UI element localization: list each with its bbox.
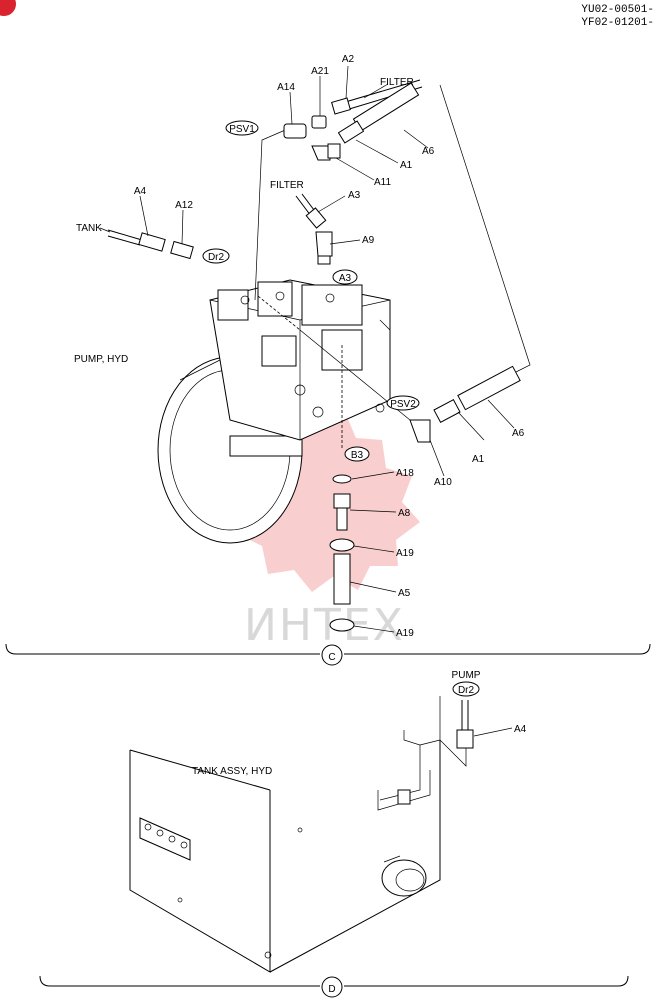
psv1-tag: PSV1	[225, 120, 259, 136]
callout-a1-right: A1	[472, 454, 485, 465]
a5-hose	[333, 553, 351, 605]
callout-a2: A2	[342, 54, 355, 65]
svg-text:Dr2: Dr2	[458, 685, 475, 696]
callout-tank-assy: TANK ASSY, HYD	[192, 766, 272, 777]
callout-tank: TANK	[76, 223, 102, 234]
a10-elbow	[409, 419, 431, 443]
watermark-text: ИНТЕХ	[244, 600, 405, 651]
a21-fitting	[311, 115, 327, 129]
section-d-bracket-right	[344, 975, 629, 987]
svg-text:PSV2: PSV2	[390, 399, 416, 410]
a4-hose-tank-d	[456, 700, 474, 749]
a3-tag: A3	[332, 269, 358, 285]
section-d-bracket-left	[39, 975, 320, 987]
callout-pump-hyd: PUMP, HYD	[74, 354, 128, 365]
callout-a10: A10	[434, 477, 452, 488]
header-code-1: YU02-00501-	[581, 4, 654, 16]
a2-hose	[331, 79, 423, 115]
section-d-marker-circle	[321, 976, 343, 998]
callout-filter-mid: FILTER	[270, 180, 304, 191]
callout-a4-d: A4	[514, 724, 527, 735]
svg-text:A3: A3	[339, 273, 352, 284]
callout-a1-top: A1	[400, 160, 413, 171]
leader-lines-c	[99, 65, 515, 633]
a3-hose	[295, 193, 327, 229]
callout-a21: A21	[311, 66, 329, 77]
callout-a5: A5	[398, 588, 411, 599]
callout-a6-right: A6	[512, 428, 525, 439]
a1-fitting-right	[433, 398, 461, 424]
callout-a9: A9	[362, 235, 375, 246]
a6-hose-top	[337, 82, 420, 144]
section-c-marker: C	[328, 652, 335, 663]
a12-fitting	[170, 240, 194, 260]
dr2-tag-d: Dr2	[452, 681, 480, 697]
dr2-tag-c: Dr2	[202, 248, 230, 264]
callout-pump: PUMP	[452, 670, 481, 681]
a4-leader-d	[473, 727, 513, 737]
section-d-marker: D	[328, 984, 335, 995]
callout-a14: A14	[277, 82, 295, 93]
callout-a19-top: A19	[396, 548, 414, 559]
section-c-bracket-left	[5, 643, 320, 655]
pump-leader	[439, 696, 467, 767]
callout-a6-top: A6	[422, 146, 435, 157]
callout-a12: A12	[175, 200, 193, 211]
callout-a8: A8	[398, 508, 411, 519]
callout-a4-c: A4	[134, 186, 147, 197]
callout-a19-bottom: A19	[396, 628, 414, 639]
callout-a18: A18	[396, 468, 414, 479]
a6-hose-right	[457, 365, 521, 411]
hydraulic-tank	[129, 730, 441, 973]
a4-hose-tank	[107, 229, 166, 252]
section-c-marker-circle	[321, 644, 343, 666]
a19-clamp-top	[329, 538, 355, 552]
svg-text:PSV1: PSV1	[229, 124, 255, 135]
callout-a11: A11	[374, 177, 391, 188]
section-c-bracket-right	[344, 643, 651, 655]
a9-fitting	[315, 231, 333, 265]
a8-adapter	[333, 493, 351, 531]
psv2-tag: PSV2	[386, 395, 420, 411]
a18-o-ring	[332, 474, 352, 484]
b3-tag: B3	[344, 446, 370, 462]
svg-text:Dr2: Dr2	[208, 252, 225, 263]
a14-fitting	[283, 123, 307, 139]
callout-filter-top: FILTER	[380, 77, 414, 88]
header-code-2: YF02-01201-	[581, 17, 654, 29]
callout-a3: A3	[348, 190, 361, 201]
svg-text:B3: B3	[351, 450, 364, 461]
corner-badge	[0, 0, 16, 16]
a11-elbow	[311, 143, 341, 161]
a19-clamp-bottom	[329, 618, 355, 632]
